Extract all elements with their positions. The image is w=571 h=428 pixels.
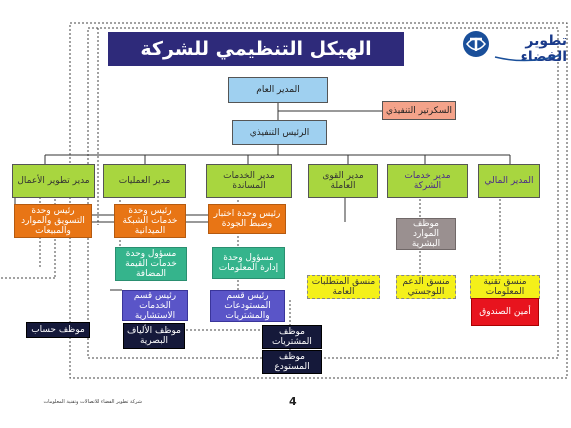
marketing-sales-head-box: رئيس وحدة التسويق والموارد والمبيعات — [14, 204, 92, 238]
accountant-box: موظف حساب — [26, 322, 90, 338]
finance-manager-box: المدير المالي — [478, 164, 540, 198]
support-services-manager-box: مدير الخدمات المساندة — [206, 164, 292, 198]
field-network-head-box: رئيس وحدة خدمات الشبكة الميدانية — [114, 204, 186, 238]
general-requirements-coord-box: منسق المتطلبات العامة — [307, 275, 380, 299]
company-logo: تطوير الفضاء — [459, 25, 567, 65]
workforce-manager-box: مدير القوى العاملة — [308, 164, 378, 198]
warehouse-head-box: رئيس قسم المستودعات والمشتريات — [210, 290, 285, 322]
company-services-manager-box: مدير خدمات الشركة — [387, 164, 468, 198]
general-manager-box: المدير العام — [228, 77, 328, 103]
it-coord-box: منسق تقنية المعلومات — [470, 275, 540, 299]
executive-secretary-box: السكرتير التنفيذي — [382, 101, 456, 120]
value-added-services-box: مسؤول وحدة خدمات القيمة المضافة — [115, 247, 187, 281]
bizdev-manager-box: مدير تطوير الأعمال — [12, 164, 95, 198]
fiber-optics-employee-box: موظف الألياف البصرية — [123, 323, 185, 349]
quality-control-head-box: رئيس وحدة اختبار وضبط الجودة — [208, 204, 286, 234]
satellite-globe-icon — [463, 31, 489, 57]
consulting-head-box: رئيس قسم الخدمات الاستشارية — [122, 290, 188, 321]
logo-swoosh — [494, 54, 562, 62]
hr-employee-box: موظف الموارد البشرية — [396, 218, 456, 250]
purchases-employee-box: موظف المشتريات — [262, 325, 322, 349]
cashier-box: أمين الصندوق — [471, 298, 539, 326]
page-title: الهيكل التنظيمي للشركة — [108, 32, 404, 66]
ceo-box: الرئيس التنفيذي — [232, 120, 327, 145]
page-number: 4 — [289, 395, 297, 408]
info-management-box: مسؤول وحدة إدارة المعلومات — [212, 247, 285, 279]
footer-text: شركة تطوير الفضاء للاتصالات وتقنية المعل… — [43, 399, 142, 405]
store-clerk-box: موظف المستودع — [262, 350, 322, 374]
operations-manager-box: مدير العمليات — [103, 164, 186, 198]
logistics-coord-box: منسق الدعم اللوجستي — [396, 275, 456, 299]
